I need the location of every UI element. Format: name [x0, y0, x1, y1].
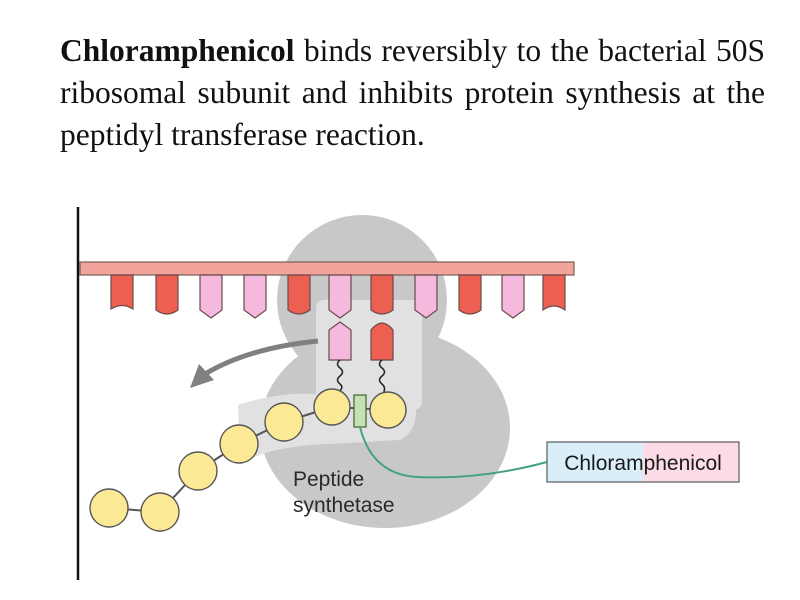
trnas	[328, 321, 394, 361]
codon	[501, 274, 525, 319]
codon	[414, 274, 438, 319]
mrna-strand	[79, 261, 575, 276]
caption-text: Chloramphenicol binds reversibly to the …	[60, 30, 765, 156]
trna-linkers	[335, 359, 386, 397]
drug-pointer	[359, 426, 548, 479]
site-label-line2: synthetase	[293, 494, 395, 517]
codon	[243, 274, 267, 319]
chloramphenicol-label-box: Chloramphenicol	[546, 441, 740, 483]
codon	[155, 274, 179, 315]
codon	[199, 274, 223, 319]
codon	[328, 274, 352, 319]
trna-pink	[328, 321, 352, 361]
amino-acid	[178, 451, 218, 491]
amino-acid	[140, 492, 180, 532]
codon	[287, 274, 311, 315]
amino-acid	[89, 488, 129, 528]
chloramphenicol-block	[353, 394, 367, 428]
drug-label-part-b: phenicol	[644, 452, 722, 475]
site-label-line1: Peptide	[293, 468, 364, 491]
svg-text:Chloramphenicol: Chloramphenicol	[564, 452, 722, 475]
ribosome-channel	[238, 300, 422, 465]
codon	[370, 274, 394, 315]
codon	[542, 274, 566, 312]
codon	[458, 274, 482, 315]
amino-acid	[264, 402, 304, 442]
caption-body: binds reversibly to the bacterial 50S ri…	[60, 33, 765, 152]
caption-bold-term: Chloramphenicol	[60, 33, 295, 68]
drug-label-part-a: Chloram	[564, 452, 643, 475]
codons	[110, 274, 566, 319]
amino-acids	[89, 388, 407, 532]
exit-arrow	[190, 338, 319, 388]
amino-acid	[219, 424, 259, 464]
trna-red	[370, 322, 394, 361]
amino-acid	[313, 388, 351, 426]
codon	[110, 274, 134, 311]
amino-acid	[369, 391, 407, 429]
